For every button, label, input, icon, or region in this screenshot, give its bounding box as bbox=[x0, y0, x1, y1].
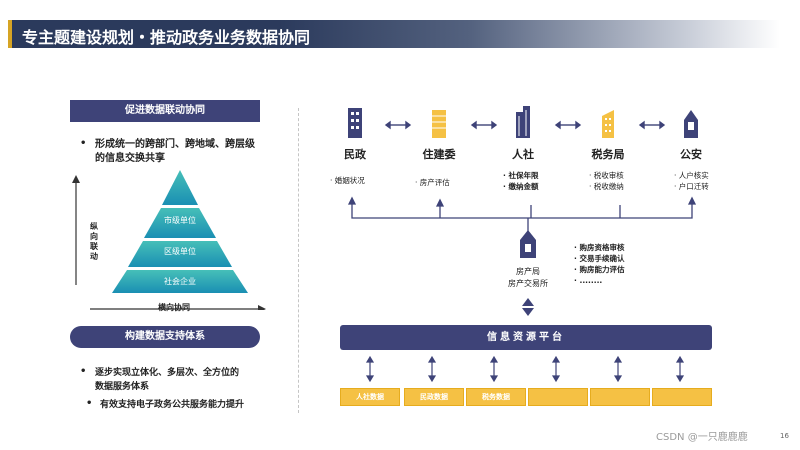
connector-bracket bbox=[351, 200, 693, 219]
house-bureau-caption: 房产局 房产交易所 bbox=[493, 266, 563, 290]
info-resource-platform: 信息资源平台 bbox=[340, 325, 712, 350]
detail-item: 人户核实 bbox=[678, 171, 709, 180]
axis-char: 向 bbox=[90, 232, 98, 241]
bullet-marker: • bbox=[80, 138, 87, 149]
vertical-axis-label: 纵 向 联 动 bbox=[90, 222, 98, 262]
pyramid-level-city bbox=[144, 208, 216, 238]
pyramid-level-district bbox=[128, 241, 232, 267]
pyramid-label-city: 市级单位 bbox=[164, 216, 196, 225]
double-arrow bbox=[638, 120, 666, 130]
list-item: · 交易手续确认 bbox=[574, 254, 625, 263]
double-arrow bbox=[470, 120, 498, 130]
up-down-arrow bbox=[522, 298, 534, 316]
detail-line: · 人户核实 bbox=[674, 171, 709, 180]
list-item: · ........ bbox=[574, 276, 603, 285]
detail-line: · 户口迁转 bbox=[674, 182, 709, 191]
agency-detail: · 社保年限 · 缴纳金额 bbox=[503, 170, 538, 192]
horizontal-axis-label: 横向协同 bbox=[158, 303, 190, 312]
bullet-text: 有效支持电子政务公共服务能力提升 bbox=[100, 400, 245, 410]
agency-name: 公安 bbox=[680, 148, 702, 161]
axis-char: 动 bbox=[90, 252, 98, 261]
data-flow-diagram bbox=[347, 106, 698, 383]
caption-line: 房产交易所 bbox=[508, 279, 548, 288]
agency-detail: · 人户核实 · 户口迁转 bbox=[674, 170, 709, 192]
detail-item: 社保年限 bbox=[508, 171, 539, 180]
detail-line: · 税收审核 bbox=[589, 171, 624, 180]
double-arrow bbox=[551, 355, 561, 383]
agency-name: 住建委 bbox=[422, 148, 456, 161]
bullet-line: 数据服务体系 bbox=[95, 382, 150, 392]
detail-item: 房产评估 bbox=[419, 178, 450, 187]
database-box bbox=[652, 388, 712, 406]
detail-item: 税收审核 bbox=[593, 171, 624, 180]
detail-item: 婚姻状况 bbox=[334, 176, 365, 185]
arrowhead bbox=[687, 196, 697, 205]
pyramid-label-enterprise: 社会企业 bbox=[164, 277, 196, 286]
detail-line: · 缴纳金额 bbox=[503, 182, 539, 191]
bullet-marker: • bbox=[86, 398, 93, 409]
database-box: 民政数据 bbox=[404, 388, 464, 406]
arrowhead bbox=[435, 198, 445, 207]
pyramid-label-district: 区级单位 bbox=[164, 247, 196, 256]
bullet-line: 逐步实现立体化、多层次、全方位的 bbox=[95, 368, 240, 378]
bullet-text: 逐步实现立体化、多层次、全方位的 数据服务体系 bbox=[95, 366, 285, 394]
agency-name: 民政 bbox=[344, 148, 366, 161]
double-arrow bbox=[489, 355, 499, 383]
vertical-axis-arrowhead bbox=[72, 175, 80, 183]
bullet-text: 形成统一的跨部门、跨地域、跨层级 的信息交换共享 bbox=[95, 138, 285, 166]
double-arrow bbox=[613, 355, 623, 383]
building-icon bbox=[516, 106, 530, 138]
detail-item: 缴纳金额 bbox=[508, 182, 539, 191]
detail-line: · 社保年限 bbox=[503, 171, 539, 180]
double-arrow bbox=[675, 355, 685, 383]
detail-item: 户口迁转 bbox=[678, 182, 709, 191]
bullet-marker: • bbox=[80, 366, 87, 377]
dashed-divider bbox=[298, 108, 299, 413]
detail-item: 税收缴纳 bbox=[593, 182, 624, 191]
agency-detail: · 房产评估 bbox=[415, 178, 450, 187]
axis-char: 联 bbox=[90, 242, 98, 251]
agency-name: 人社 bbox=[512, 148, 534, 161]
list-item: · 购房能力评估 bbox=[574, 265, 625, 274]
building-icon bbox=[684, 110, 698, 138]
detail-line: · 税收缴纳 bbox=[589, 182, 624, 191]
arrowhead bbox=[347, 196, 357, 205]
page-title: 专主题建设规划・推动政务业务数据协同 bbox=[22, 28, 311, 47]
building-icon bbox=[602, 110, 614, 138]
building-icon bbox=[432, 110, 446, 138]
page-number: 16 bbox=[780, 432, 789, 440]
database-box bbox=[528, 388, 588, 406]
watermark: CSDN @一只鹿鹿鹿 bbox=[656, 432, 748, 443]
double-arrow bbox=[365, 355, 375, 383]
horizontal-axis-arrowhead bbox=[258, 305, 266, 310]
building-icon bbox=[520, 230, 536, 258]
double-arrow bbox=[427, 355, 437, 383]
title-accent bbox=[8, 20, 12, 48]
list-item: · 购房资格审核 bbox=[574, 243, 625, 252]
agency-name: 税务局 bbox=[591, 148, 625, 161]
agency-detail: · 婚姻状况 bbox=[330, 176, 365, 185]
section-header-data-support: 构建数据支持体系 bbox=[70, 326, 260, 348]
section-header-data-linkage: 促进数据联动协同 bbox=[70, 100, 260, 122]
title-bar bbox=[8, 20, 780, 48]
house-bureau-items: · 购房资格审核 · 交易手续确认 · 购房能力评估 · ........ bbox=[574, 242, 624, 286]
building-icon bbox=[348, 108, 362, 138]
pyramid-top bbox=[162, 170, 198, 205]
axis-char: 纵 bbox=[90, 222, 98, 231]
database-box: 人社数据 bbox=[340, 388, 400, 406]
pyramid-level-enterprise bbox=[112, 270, 248, 293]
database-box bbox=[590, 388, 650, 406]
double-arrow bbox=[384, 120, 412, 130]
pyramid-diagram bbox=[72, 170, 266, 310]
caption-line: 房产局 bbox=[516, 267, 540, 276]
double-arrow bbox=[554, 120, 582, 130]
database-box: 税务数据 bbox=[466, 388, 526, 406]
agency-detail: · 税收审核 · 税收缴纳 bbox=[589, 170, 624, 192]
bullet-line: 的信息交换共享 bbox=[95, 153, 165, 164]
bullet-line: 形成统一的跨部门、跨地域、跨层级 bbox=[95, 139, 255, 150]
